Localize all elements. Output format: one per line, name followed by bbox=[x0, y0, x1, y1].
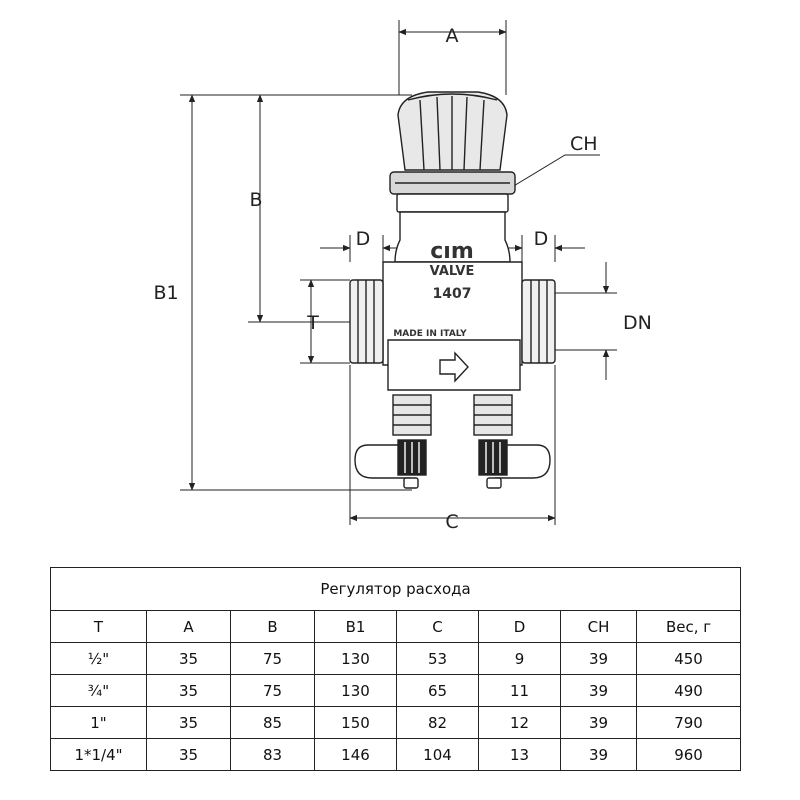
table-cell: 146 bbox=[314, 738, 397, 771]
table-cell: 85 bbox=[230, 706, 315, 739]
table-cell: 39 bbox=[560, 738, 637, 771]
table-cell: 65 bbox=[396, 674, 479, 707]
dim-label-b1: B1 bbox=[153, 282, 178, 304]
dimension-labels: A B1 B T DN D D C CH bbox=[153, 25, 651, 533]
header-cell: T bbox=[50, 610, 147, 643]
table-cell: 130 bbox=[314, 674, 397, 707]
table-cell: 1" bbox=[50, 706, 147, 739]
header-cell: CH bbox=[560, 610, 637, 643]
header-cell: Вес, г bbox=[635, 610, 742, 643]
table-header-row: T A B B1 C D CH Вес, г bbox=[50, 610, 742, 643]
dim-label-dn: DN bbox=[623, 312, 652, 334]
table-row: ¾" 35 75 130 65 11 39 490 bbox=[50, 674, 742, 707]
table-cell: 13 bbox=[478, 738, 561, 771]
table-cell: 960 bbox=[635, 738, 742, 771]
table-cell: 83 bbox=[230, 738, 315, 771]
table-cell: 490 bbox=[635, 674, 742, 707]
table-cell: 82 bbox=[396, 706, 479, 739]
table-cell: 11 bbox=[478, 674, 561, 707]
table-row: 1" 35 85 150 82 12 39 790 bbox=[50, 706, 742, 739]
table-cell: 35 bbox=[146, 738, 231, 771]
dim-label-a: A bbox=[446, 25, 459, 47]
table-cell: ½" bbox=[50, 642, 147, 675]
table-cell: 9 bbox=[478, 642, 561, 675]
table-cell: 150 bbox=[314, 706, 397, 739]
table-cell: 12 bbox=[478, 706, 561, 739]
model-number: 1407 bbox=[433, 286, 472, 302]
header-cell: A bbox=[146, 610, 231, 643]
table-cell: 39 bbox=[560, 674, 637, 707]
dim-label-d-right: D bbox=[534, 228, 549, 250]
table-cell: 790 bbox=[635, 706, 742, 739]
dim-label-t: T bbox=[306, 312, 319, 334]
table-cell: 53 bbox=[396, 642, 479, 675]
valve-label: VALVE bbox=[430, 264, 475, 279]
origin-label: MADE IN ITALY bbox=[393, 329, 467, 339]
table-title: Регулятор расхода bbox=[49, 567, 742, 611]
table-cell: 39 bbox=[560, 706, 637, 739]
table-cell: ¾" bbox=[50, 674, 147, 707]
table-cell: 130 bbox=[314, 642, 397, 675]
table-cell: 35 bbox=[146, 706, 231, 739]
table-cell: 75 bbox=[230, 674, 315, 707]
spec-table: Регулятор расхода T A B B1 C D CH Вес, г… bbox=[49, 567, 742, 771]
table-row: ½" 35 75 130 53 9 39 450 bbox=[50, 642, 742, 675]
brand-mark: cım bbox=[430, 239, 474, 264]
dim-label-c: C bbox=[445, 511, 458, 533]
table-cell: 39 bbox=[560, 642, 637, 675]
dim-label-b: B bbox=[249, 189, 262, 211]
dimension-lines bbox=[180, 20, 617, 525]
table-cell: 104 bbox=[396, 738, 479, 771]
header-cell: B1 bbox=[314, 610, 397, 643]
valve-body bbox=[349, 91, 556, 489]
flow-arrow bbox=[439, 351, 469, 383]
header-cell: C bbox=[396, 610, 479, 643]
dim-label-d-left: D bbox=[356, 228, 371, 250]
header-cell: B bbox=[230, 610, 315, 643]
valve-markings: cım VALVE 1407 MADE IN ITALY bbox=[393, 239, 474, 339]
table-cell: 35 bbox=[146, 674, 231, 707]
table-row: 1*1/4" 35 83 146 104 13 39 960 bbox=[50, 738, 742, 771]
table-cell: 1*1/4" bbox=[50, 738, 147, 771]
dim-label-ch: CH bbox=[570, 133, 598, 155]
table-cell: 75 bbox=[230, 642, 315, 675]
header-cell: D bbox=[478, 610, 561, 643]
table-cell: 35 bbox=[146, 642, 231, 675]
table-cell: 450 bbox=[635, 642, 742, 675]
